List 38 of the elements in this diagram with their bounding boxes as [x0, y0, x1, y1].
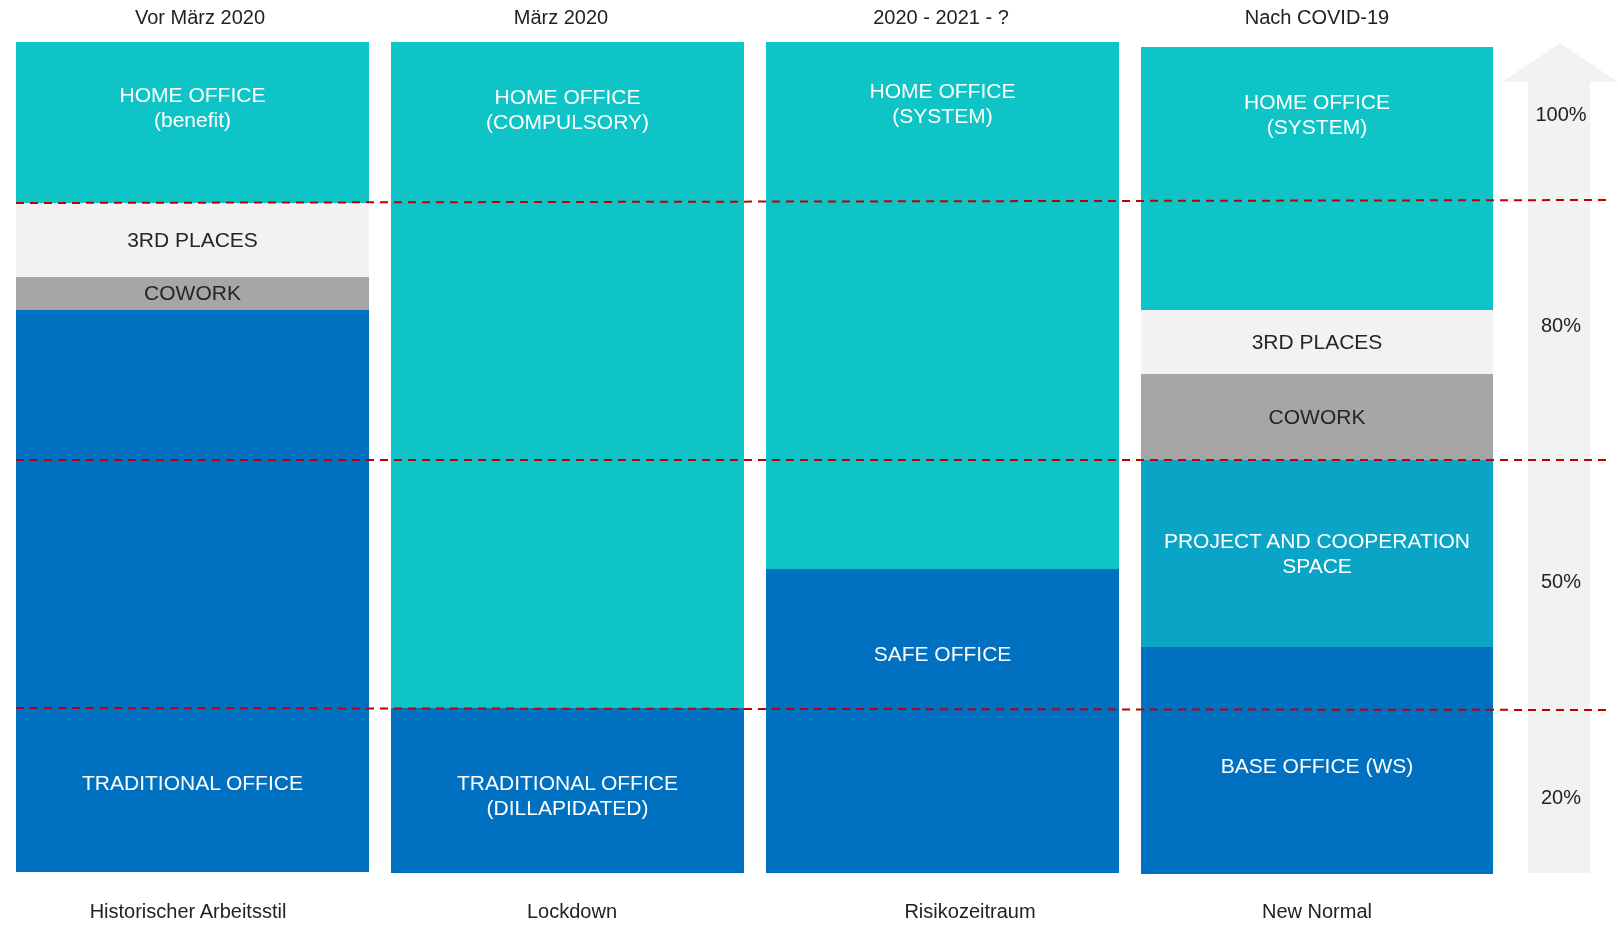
workspace-segment	[16, 277, 369, 310]
workspace-segment	[1141, 310, 1493, 374]
segment-label: 3RD PLACES	[126, 227, 259, 252]
column-header: 2020 - 2021 - ?	[873, 6, 1009, 29]
workspace-segment	[766, 569, 1119, 873]
segment-label: SAFE OFFICE	[872, 641, 1013, 666]
workspace-segment	[1141, 460, 1493, 647]
phase-label: Lockdown	[526, 900, 618, 923]
workspace-segment	[1141, 47, 1493, 310]
workspace-segment	[16, 42, 369, 203]
segment-label: BASE OFFICE (WS)	[1219, 753, 1415, 778]
phase-label: New Normal	[1262, 900, 1372, 923]
segment-label: TRADITIONAL OFFICE	[81, 770, 304, 795]
segment-label: HOME OFFICE (SYSTEM)	[868, 78, 1017, 128]
segment-label: COWORK	[1267, 404, 1367, 429]
segment-label: HOME OFFICE (benefit)	[118, 82, 267, 132]
segment-label: TRADITIONAL OFFICE (DILLAPIDATED)	[456, 770, 679, 820]
segment-label: HOME OFFICE (COMPULSORY)	[485, 84, 650, 134]
segment-label: HOME OFFICE (SYSTEM)	[1243, 89, 1391, 139]
column-header: Nach COVID-19	[1244, 6, 1390, 29]
workspace-segment	[16, 310, 369, 872]
segment-label: 3RD PLACES	[1250, 329, 1384, 354]
workspace-segment	[391, 42, 744, 708]
segment-label: COWORK	[143, 280, 242, 305]
column-header: Vor März 2020	[134, 6, 266, 29]
workspace-segment	[766, 42, 1119, 569]
percentage-label: 100%	[1535, 103, 1587, 126]
percentage-label: 20%	[1541, 786, 1581, 809]
phase-label: Risikozeitraum	[904, 900, 1036, 923]
percentage-label: 80%	[1541, 314, 1581, 337]
workspace-segment	[1141, 374, 1493, 460]
workspace-segment	[16, 203, 369, 277]
phase-label: Historischer Arbeitsstil	[89, 900, 287, 923]
percentage-label: 50%	[1541, 570, 1581, 593]
segment-label: PROJECT AND COOPERATION SPACE	[1162, 528, 1472, 578]
workspace-segment	[1141, 647, 1493, 874]
workspace-segment	[391, 708, 744, 873]
column-header: März 2020	[513, 6, 609, 29]
